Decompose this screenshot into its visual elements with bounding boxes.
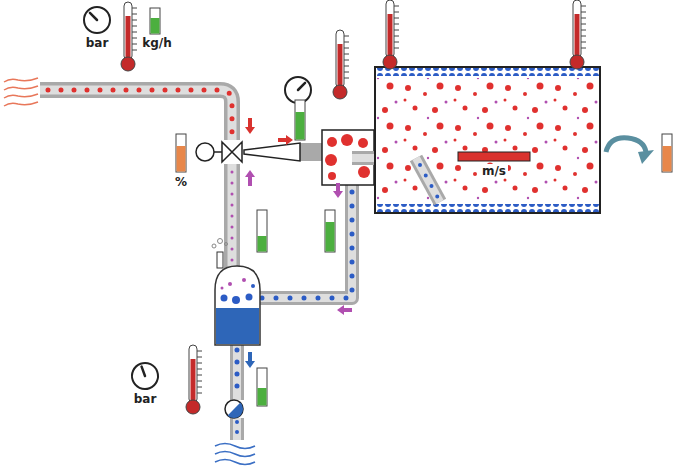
steam-inlet xyxy=(4,78,38,106)
thermometer xyxy=(121,2,137,71)
unit-label: % xyxy=(173,175,189,189)
control-valve xyxy=(196,142,300,162)
unit-label: m/s xyxy=(480,164,508,178)
flow-arrows xyxy=(245,118,352,368)
thermometer xyxy=(570,0,586,69)
thermometer xyxy=(333,30,349,99)
thermometer xyxy=(186,345,202,414)
pressure-gauge xyxy=(128,359,161,392)
separator-vessel xyxy=(212,239,260,346)
unit-label: bar xyxy=(132,392,159,406)
unit-label: bar xyxy=(84,36,111,50)
thermometer xyxy=(383,0,399,69)
unit-label: kg/h xyxy=(140,36,174,50)
pump-symbol xyxy=(225,400,243,418)
rotation-arrow xyxy=(606,138,654,164)
drying-chamber xyxy=(375,67,600,213)
pressure-gauge xyxy=(79,2,116,39)
water-outlet xyxy=(215,444,255,465)
level-bars xyxy=(150,8,672,406)
